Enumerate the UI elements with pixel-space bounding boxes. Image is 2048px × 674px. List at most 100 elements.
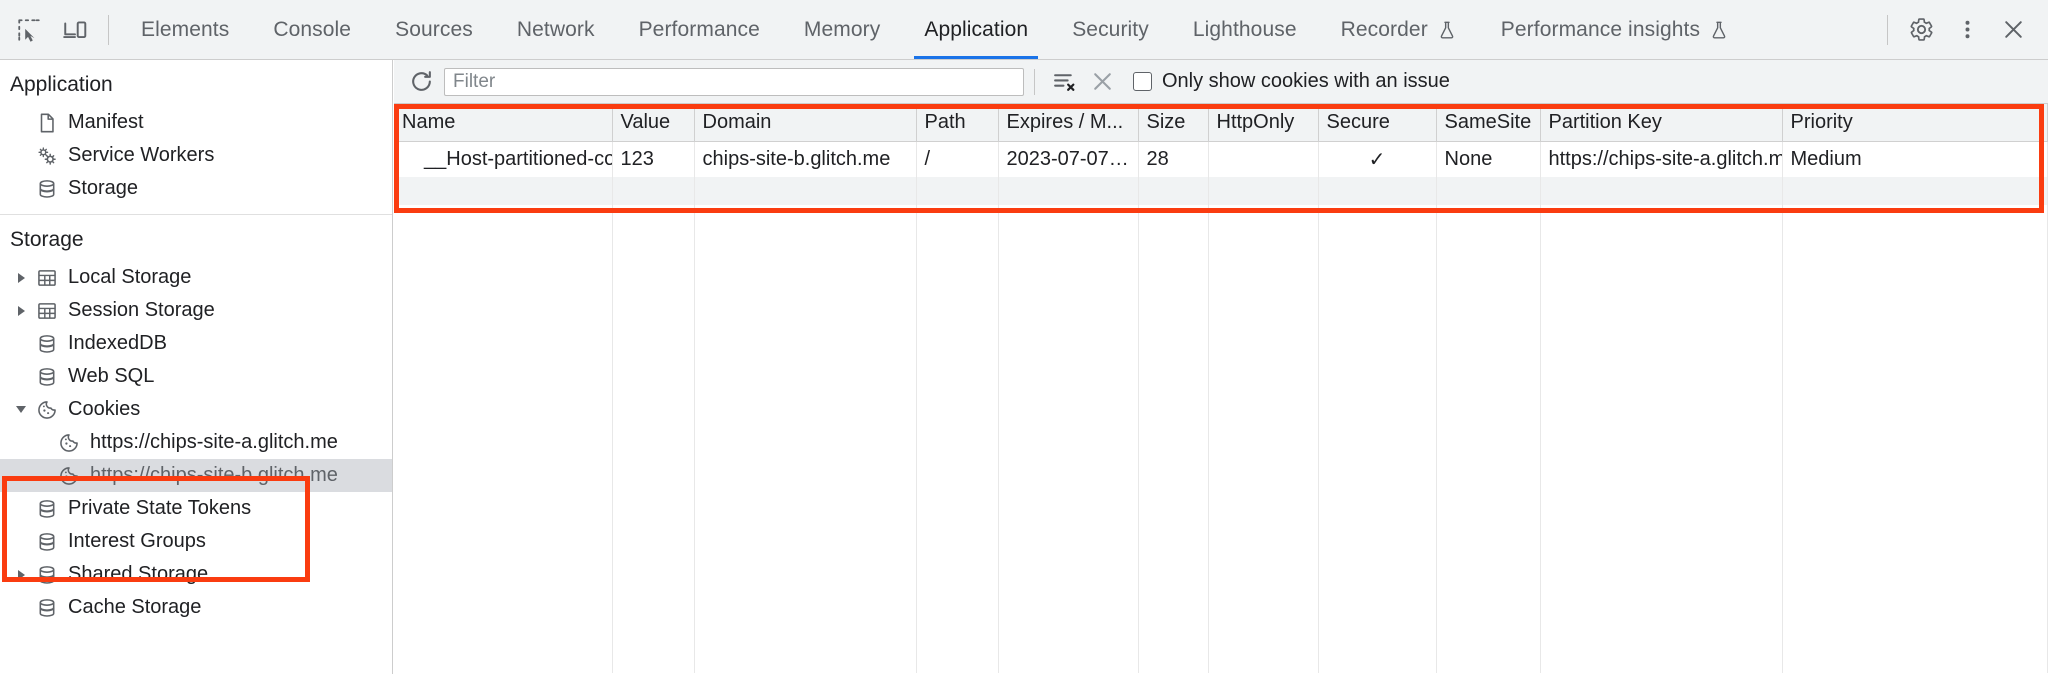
cell-empty — [916, 457, 999, 493]
only-show-issues-checkbox[interactable] — [1133, 72, 1152, 91]
sidebar-item-service-workers[interactable]: Service Workers — [0, 139, 392, 172]
cell-empty — [1208, 205, 1319, 241]
more-options-icon[interactable] — [1944, 7, 1990, 53]
cell-empty — [1208, 637, 1319, 673]
column-header-size[interactable]: Size — [1138, 104, 1209, 142]
cell-priority[interactable]: Medium — [1782, 141, 2048, 177]
tab-network[interactable]: Network — [495, 0, 617, 59]
cell-partition-key[interactable]: https://chips-site-a.glitch.me — [1540, 141, 1783, 177]
cell-empty — [1138, 349, 1209, 385]
cell-size[interactable]: 28 — [1138, 141, 1209, 177]
cell-expires-m[interactable]: 2023-07-07… — [998, 141, 1139, 177]
expand-triangle-icon[interactable] — [10, 272, 32, 283]
settings-gear-icon[interactable] — [1898, 7, 1944, 53]
sidebar-item-indexeddb[interactable]: IndexedDB — [0, 327, 392, 360]
sidebar-item-label: https://chips-site-b.glitch.me — [90, 464, 338, 486]
cell-empty — [1436, 277, 1541, 313]
cell-empty — [1318, 205, 1437, 241]
sidebar-item-interest-groups[interactable]: Interest Groups — [0, 525, 392, 558]
refresh-icon[interactable] — [402, 63, 440, 101]
experimental-flask-icon — [1709, 20, 1729, 40]
only-show-issues-checkbox-wrapper[interactable]: Only show cookies with an issue — [1133, 70, 1450, 93]
tab-memory[interactable]: Memory — [782, 0, 902, 59]
column-header-value[interactable]: Value — [612, 104, 695, 142]
cell-samesite[interactable]: None — [1436, 141, 1541, 177]
cell-empty — [694, 385, 917, 421]
close-devtools-icon[interactable] — [1990, 7, 2036, 53]
sidebar-item-label: Local Storage — [68, 266, 192, 288]
collapse-triangle-icon[interactable] — [10, 406, 32, 413]
cell-empty — [1782, 565, 2048, 601]
cookies-table-body: __Host-partitioned-cookie123chips-site-b… — [394, 141, 2048, 673]
sidebar-item-cookies[interactable]: Cookies — [0, 393, 392, 426]
cookie-table-empty-row — [394, 277, 2048, 313]
cell-empty — [1208, 349, 1319, 385]
service-workers-gears-icon — [32, 145, 62, 167]
cell-empty — [1208, 177, 1319, 205]
sidebar-item-web-sql[interactable]: Web SQL — [0, 360, 392, 393]
column-header-path[interactable]: Path — [916, 104, 999, 142]
cell-empty — [998, 529, 1139, 565]
tab-performance-insights[interactable]: Performance insights — [1479, 0, 1751, 59]
cell-empty — [694, 349, 917, 385]
delete-selected-cookie-icon[interactable] — [1083, 63, 1121, 101]
cell-empty — [694, 601, 917, 637]
column-header-secure[interactable]: Secure — [1318, 104, 1437, 142]
column-header-samesite[interactable]: SameSite — [1436, 104, 1541, 142]
tab-console[interactable]: Console — [251, 0, 373, 59]
tab-security[interactable]: Security — [1050, 0, 1171, 59]
sidebar-item-local-storage[interactable]: Local Storage — [0, 261, 392, 294]
cell-empty — [1436, 241, 1541, 277]
cell-empty — [394, 457, 613, 493]
filter-toolbar-divider — [1034, 68, 1035, 95]
cell-empty — [694, 177, 917, 205]
sidebar-item-private-state-tokens[interactable]: Private State Tokens — [0, 492, 392, 525]
cell-empty — [998, 349, 1139, 385]
column-header-domain[interactable]: Domain — [694, 104, 917, 142]
inspect-element-icon[interactable] — [6, 7, 52, 53]
tab-sources[interactable]: Sources — [373, 0, 495, 59]
sidebar-item-https-chips-site-a-glitch-me[interactable]: https://chips-site-a.glitch.me — [0, 426, 392, 459]
device-toolbar-icon[interactable] — [52, 7, 98, 53]
cell-secure[interactable]: ✓ — [1318, 141, 1437, 177]
cookie-table-empty-row — [394, 493, 2048, 529]
cell-empty — [394, 349, 613, 385]
column-header-name[interactable]: Name — [394, 104, 613, 142]
cell-empty — [998, 565, 1139, 601]
cookie-table-row[interactable]: __Host-partitioned-cookie123chips-site-b… — [394, 141, 2048, 177]
tab-recorder[interactable]: Recorder — [1319, 0, 1479, 59]
sidebar-item-cache-storage[interactable]: Cache Storage — [0, 591, 392, 624]
cell-name[interactable]: __Host-partitioned-cookie — [394, 141, 613, 177]
sidebar-item-shared-storage[interactable]: Shared Storage — [0, 558, 392, 591]
expand-triangle-icon[interactable] — [10, 305, 32, 316]
clear-filtered-cookies-icon[interactable] — [1045, 63, 1083, 101]
tab-application[interactable]: Application — [902, 0, 1050, 59]
tab-lighthouse[interactable]: Lighthouse — [1171, 0, 1319, 59]
tab-label: Memory — [803, 17, 881, 41]
sidebar-item-storage[interactable]: Storage — [0, 172, 392, 205]
tab-performance[interactable]: Performance — [617, 0, 782, 59]
column-header-partition-key[interactable]: Partition Key — [1540, 104, 1783, 142]
column-header-httponly[interactable]: HttpOnly — [1208, 104, 1319, 142]
cookie-table-empty-row — [394, 349, 2048, 385]
expand-triangle-icon[interactable] — [10, 569, 32, 580]
sidebar-item-https-chips-site-b-glitch-me[interactable]: https://chips-site-b.glitch.me — [0, 459, 392, 492]
cell-empty — [612, 349, 695, 385]
tab-label: Security — [1072, 17, 1149, 41]
cell-empty — [1208, 601, 1319, 637]
sidebar-item-session-storage[interactable]: Session Storage — [0, 294, 392, 327]
cell-httponly[interactable] — [1208, 141, 1319, 177]
cell-path[interactable]: / — [916, 141, 999, 177]
cell-empty — [998, 493, 1139, 529]
column-header-expires-m[interactable]: Expires / M... — [998, 104, 1139, 142]
tab-elements[interactable]: Elements — [119, 0, 251, 59]
cell-empty — [998, 601, 1139, 637]
sidebar-item-manifest[interactable]: Manifest — [0, 106, 392, 139]
column-header-priority[interactable]: Priority — [1782, 104, 2048, 142]
cell-empty — [1318, 177, 1437, 205]
cell-value[interactable]: 123 — [612, 141, 695, 177]
cell-domain[interactable]: chips-site-b.glitch.me — [694, 141, 917, 177]
filter-input[interactable]: Filter — [444, 67, 1024, 96]
